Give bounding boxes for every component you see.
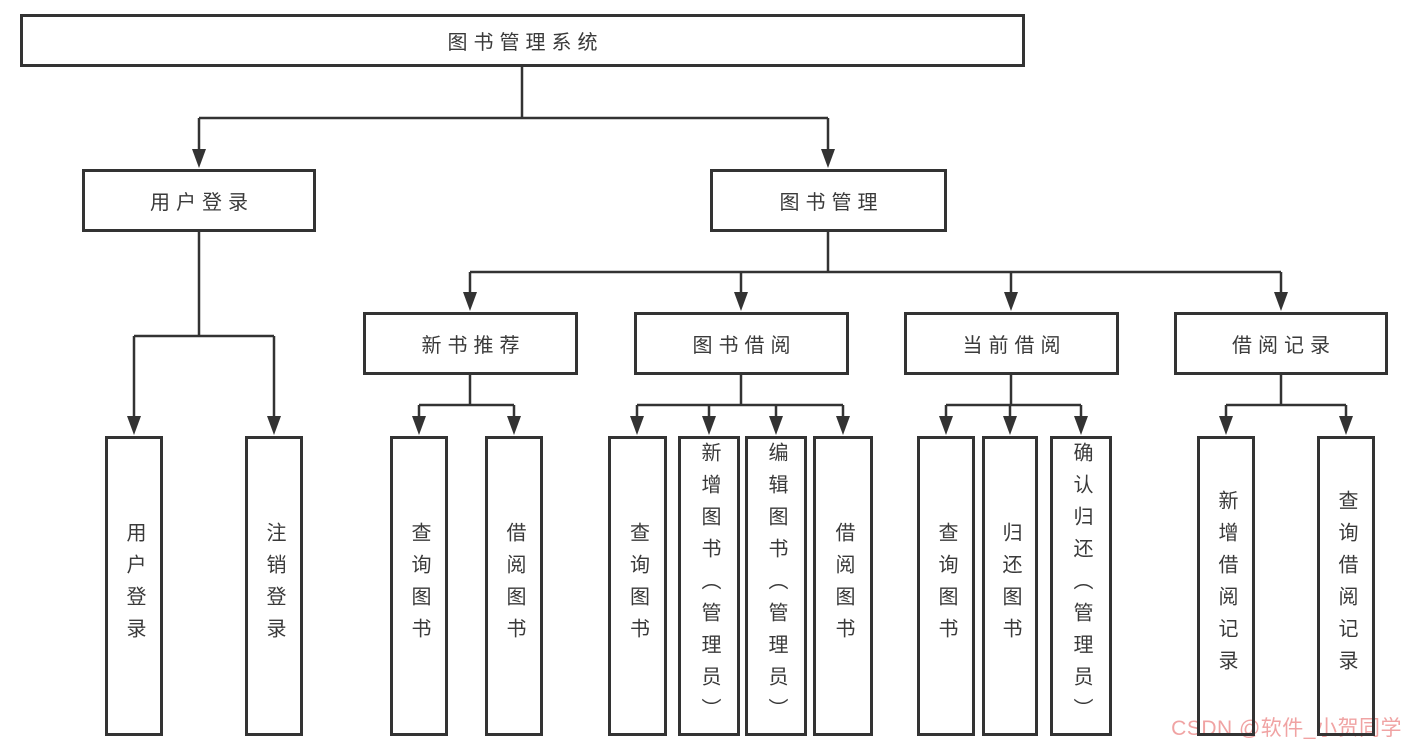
node-label: 图书管理系统 bbox=[447, 32, 604, 54]
node-user-login: 用户登录 bbox=[82, 169, 316, 232]
current-borrow-connectors bbox=[939, 375, 1088, 435]
leaf-edit-book-admin: 编辑图书（管理员） bbox=[745, 436, 807, 736]
node-book-borrow: 图书借阅 bbox=[634, 312, 849, 375]
new-book-connectors bbox=[412, 375, 521, 435]
leaf-return-books: 归还图书 bbox=[982, 436, 1038, 736]
leaf-add-borrow-record: 新增借阅记录 bbox=[1197, 436, 1255, 736]
node-current-borrow: 当前借阅 bbox=[904, 312, 1119, 375]
leaf-borrow-books: 借阅图书 bbox=[813, 436, 873, 736]
book-borrow-connectors bbox=[630, 375, 850, 435]
node-label: 编辑图书（管理员） bbox=[765, 442, 787, 730]
node-label: 确认归还（管理员） bbox=[1070, 442, 1092, 730]
node-label: 查询借阅记录 bbox=[1335, 490, 1357, 682]
leaf-confirm-return-admin: 确认归还（管理员） bbox=[1050, 436, 1112, 736]
node-label: 用户登录 bbox=[150, 192, 254, 214]
node-book-management: 图书管理 bbox=[710, 169, 947, 232]
root-connectors bbox=[192, 67, 835, 168]
node-borrow-records: 借阅记录 bbox=[1174, 312, 1388, 375]
leaf-query-books-recommend: 查询图书 bbox=[390, 436, 448, 736]
node-label: 图书管理 bbox=[779, 192, 884, 214]
leaf-add-book-admin: 新增图书（管理员） bbox=[678, 436, 740, 736]
node-label: 图书借阅 bbox=[692, 335, 797, 357]
node-label: 归还图书 bbox=[999, 522, 1021, 650]
user-login-connectors bbox=[127, 232, 281, 435]
node-label: 注销登录 bbox=[263, 522, 285, 650]
book-management-connectors bbox=[463, 232, 1288, 311]
node-label: 借阅图书 bbox=[832, 522, 854, 650]
node-label: 新增图书（管理员） bbox=[698, 442, 720, 730]
leaf-query-books-current: 查询图书 bbox=[917, 436, 975, 736]
node-label: 借阅图书 bbox=[503, 522, 525, 650]
borrow-records-connectors bbox=[1219, 375, 1353, 435]
node-label: 新书推荐 bbox=[421, 335, 526, 357]
node-label: 用户登录 bbox=[123, 522, 145, 650]
node-label: 查询图书 bbox=[408, 522, 430, 650]
leaf-query-borrow-record: 查询借阅记录 bbox=[1317, 436, 1375, 736]
leaf-user-login: 用户登录 bbox=[105, 436, 163, 736]
node-library-system: 图书管理系统 bbox=[20, 14, 1025, 67]
node-label: 查询图书 bbox=[935, 522, 957, 650]
node-label: 当前借阅 bbox=[962, 335, 1067, 357]
node-label: 借阅记录 bbox=[1232, 335, 1336, 357]
node-label: 新增借阅记录 bbox=[1215, 490, 1237, 682]
node-new-book-recommend: 新书推荐 bbox=[363, 312, 578, 375]
leaf-logout: 注销登录 bbox=[245, 436, 303, 736]
leaf-query-books-borrow: 查询图书 bbox=[608, 436, 667, 736]
node-label: 查询图书 bbox=[626, 522, 649, 650]
leaf-borrow-books-recommend: 借阅图书 bbox=[485, 436, 543, 736]
